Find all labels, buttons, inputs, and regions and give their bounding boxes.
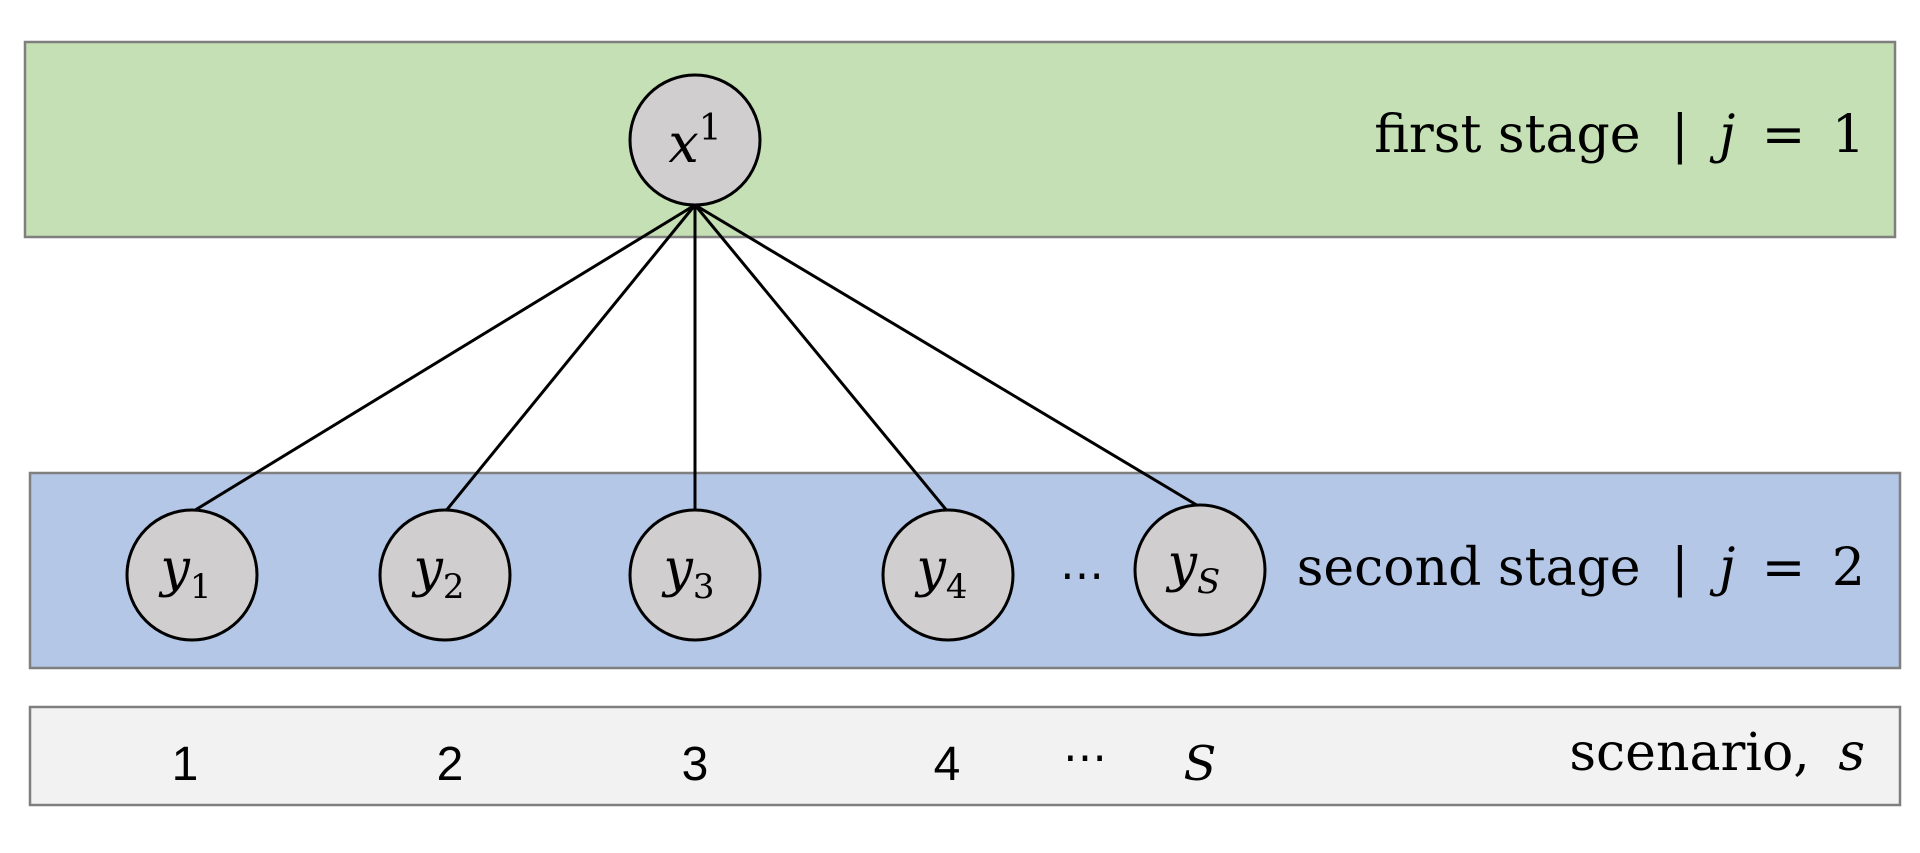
svg-text:y1: y1 [158, 539, 211, 607]
scenario-band [28, 705, 1902, 807]
scenario-node-yS: yS [1133, 503, 1267, 637]
scenario-node-circle [1133, 503, 1267, 637]
root-node-var: x [668, 112, 698, 175]
scenario-node-circle [628, 508, 762, 642]
node-subscript: S [1197, 562, 1220, 602]
scenario-label: scenario, s [1569, 723, 1865, 783]
scenario-label-text: scenario, [1569, 723, 1809, 783]
first-stage-separator: | [1671, 105, 1689, 165]
svg-text:yS: yS [1166, 534, 1221, 602]
svg-text:y4: y4 [914, 539, 967, 607]
edge-to-y4 [693, 204, 950, 513]
scenario-label-var: s [1838, 723, 1865, 783]
scenario-node-circle [881, 508, 1015, 642]
scenario-number-3: 3 [682, 738, 709, 791]
scenario-node-y2: y2 [378, 508, 512, 642]
root-node-x1: x1 [628, 73, 762, 207]
edge-to-y2 [443, 204, 697, 513]
edge-to-yS [694, 203, 1201, 509]
scenario-number-ellipsis: ⋯ [1063, 732, 1107, 783]
first-stage-value: 1 [1832, 105, 1865, 165]
scenario-node-y4: y4 [881, 508, 1015, 642]
second-stage-equals: = [1762, 538, 1806, 598]
node-var: y [158, 539, 190, 599]
node-subscript: 2 [443, 567, 465, 607]
root-node-superscript: 1 [699, 108, 722, 149]
second-stage-separator: | [1671, 538, 1689, 598]
svg-text:y3: y3 [661, 539, 714, 607]
node-var: y [411, 539, 443, 599]
edge-to-y1 [191, 203, 696, 514]
scenario-number-4: 4 [934, 738, 961, 791]
first-stage-band [23, 40, 1897, 239]
first-stage-text: first stage [1374, 105, 1640, 165]
svg-text:x1: x1 [668, 108, 721, 175]
scenario-nodes-ellipsis: ⋯ [1060, 550, 1104, 601]
second-stage-label: second stage | j = 2 [1297, 538, 1865, 598]
first-stage-label: first stage | j = 1 [1374, 105, 1865, 165]
node-var: y [914, 539, 946, 599]
node-subscript: 3 [693, 567, 715, 607]
first-stage-equals: = [1762, 105, 1806, 165]
node-subscript: 1 [190, 567, 212, 607]
svg-text:y2: y2 [411, 539, 464, 607]
tree-edges [191, 203, 1201, 514]
scenario-number-S: S [1184, 736, 1217, 792]
root-node-circle [628, 73, 762, 207]
scenario-node-circle [378, 508, 512, 642]
scenario-node-circle [125, 508, 259, 642]
scenario-node-y3: y3 [628, 508, 762, 642]
node-var: y [1166, 534, 1198, 594]
node-var: y [661, 539, 693, 599]
scenario-node-y1: y1 [125, 508, 259, 642]
node-subscript: 4 [946, 567, 968, 607]
scenario-number-1: 1 [172, 738, 199, 791]
scenario-number-2: 2 [437, 738, 464, 791]
second-stage-text: second stage [1297, 538, 1641, 598]
second-stage-value: 2 [1832, 538, 1865, 598]
